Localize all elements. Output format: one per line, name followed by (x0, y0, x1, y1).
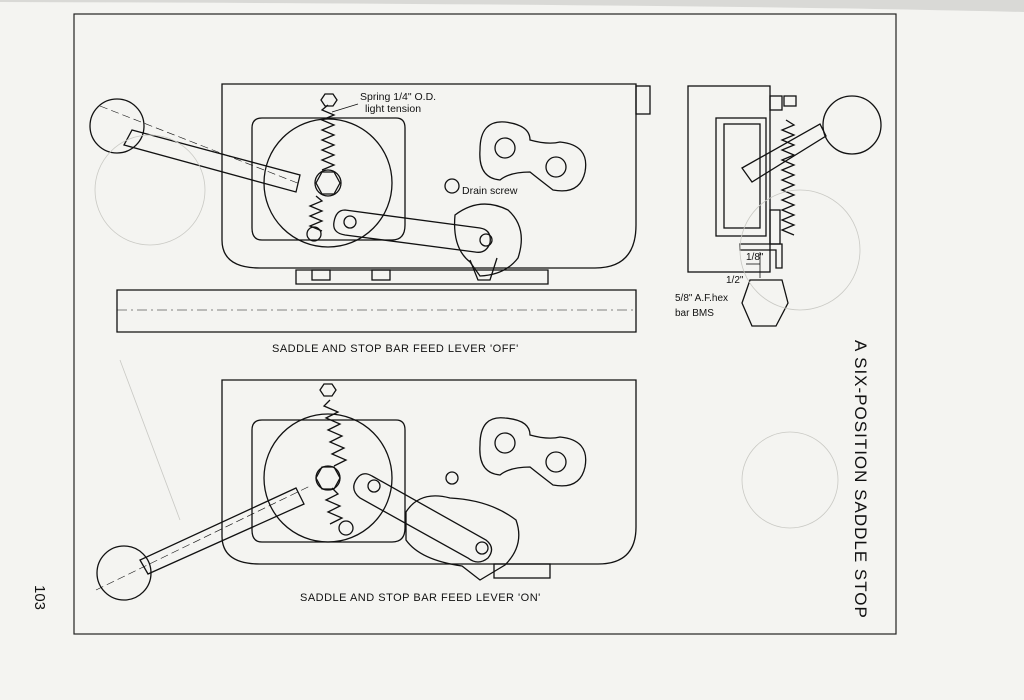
bottom-view-lever-on (95, 379, 637, 601)
caption-lever-on: SADDLE AND STOP BAR FEED LEVER 'ON' (300, 592, 541, 604)
dim-half-label: 1/2" (726, 275, 744, 286)
hex-note-line-2: bar BMS (675, 308, 714, 319)
page-number: 103 (31, 585, 48, 611)
running-title: A SIX-POSITION SADDLE STOP (851, 340, 870, 619)
top-view-lever-off (89, 83, 651, 333)
dim-eighth-label: 1/8" (746, 252, 764, 263)
spring-note-line-2: light tension (365, 103, 421, 115)
caption-lever-off: SADDLE AND STOP BAR FEED LEVER 'OFF' (272, 343, 519, 355)
hex-note-line-1: 5/8" A.F.hex (675, 293, 728, 304)
drawing-frame (73, 13, 897, 635)
spring-note-line-1: Spring 1/4" O.D. (360, 91, 436, 103)
drain-screw-label: Drain screw (462, 185, 518, 197)
spring (308, 104, 336, 232)
